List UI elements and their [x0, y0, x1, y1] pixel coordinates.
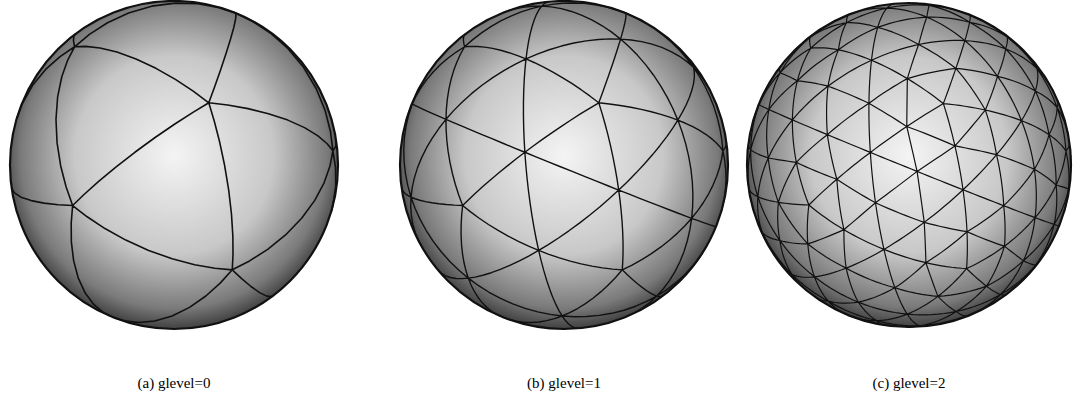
geodesic-sphere	[10, 1, 338, 329]
subfigure-caption: (c) glevel=2	[872, 375, 945, 392]
grid-lines	[747, 3, 1071, 327]
geodesic-sphere	[400, 1, 728, 329]
subfigure-caption: (b) glevel=1	[527, 375, 601, 392]
sphere-body	[10, 1, 338, 329]
sphere-body	[400, 1, 728, 329]
geodesic-sphere	[747, 3, 1071, 327]
sphere-outline	[400, 1, 728, 329]
grid-lines	[402, 2, 727, 329]
sphere-outline	[747, 3, 1071, 327]
sphere-outline	[10, 1, 338, 329]
sphere-body	[747, 3, 1071, 327]
grid-lines	[12, 3, 337, 322]
subfigure-caption: (a) glevel=0	[137, 375, 210, 392]
